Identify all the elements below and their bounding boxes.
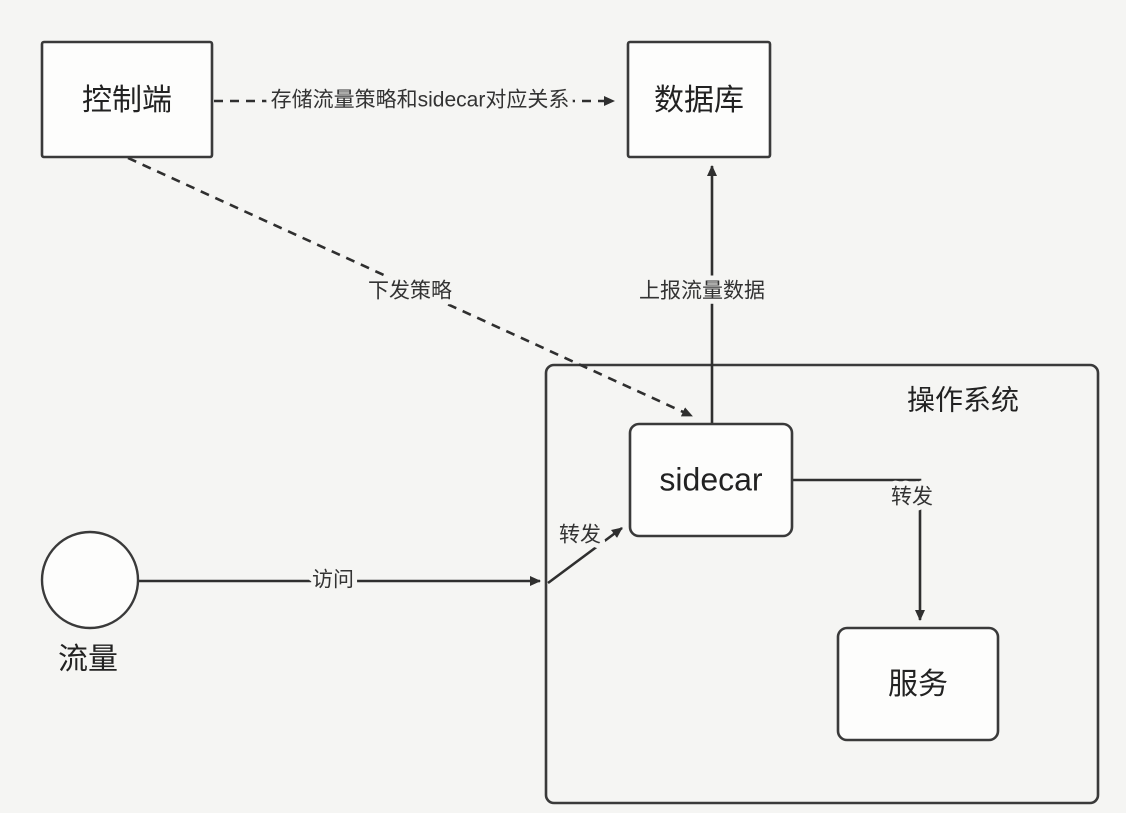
database-node-label: 数据库 xyxy=(654,84,744,117)
service-node-label: 服务 xyxy=(888,668,948,701)
edge-report: 上报流量数据 xyxy=(634,165,770,424)
edge-store: 存储流量策略和sidecar对应关系 xyxy=(214,84,615,117)
edge-forward-in: 转发 xyxy=(547,519,623,585)
control-node-box xyxy=(40,40,214,159)
edge-dispatch: 下发策略 xyxy=(127,156,693,418)
edge-visit: 访问 xyxy=(139,564,541,597)
os-container-label: 操作系统 xyxy=(907,384,1019,415)
service-node-box xyxy=(836,626,1000,742)
edge-report-label: 上报流量数据 xyxy=(639,280,765,303)
os-container-box xyxy=(544,363,1100,805)
os-container-node: 操作系统 xyxy=(544,363,1100,805)
control-node: 控制端 xyxy=(40,40,214,159)
edge-store-label: 存储流量策略和sidecar对应关系 xyxy=(271,89,570,112)
edge-forward-in-label: 转发 xyxy=(559,524,601,547)
traffic-node-label: 流量 xyxy=(58,643,118,676)
traffic-node: 流量 xyxy=(40,530,140,676)
edge-visit-label: 访问 xyxy=(312,569,354,592)
sidecar-node: sidecar xyxy=(628,422,794,538)
edge-forward-out: 转发 xyxy=(792,478,938,621)
service-node: 服务 xyxy=(836,626,1000,742)
traffic-node-circle xyxy=(40,530,140,630)
sidecar-node-box xyxy=(628,422,794,538)
sidecar-node-label: sidecar xyxy=(659,461,763,497)
edge-dispatch-label: 下发策略 xyxy=(368,280,452,303)
database-node-box xyxy=(626,40,772,159)
edge-forward-out-label: 转发 xyxy=(891,486,933,509)
control-node-label: 控制端 xyxy=(82,84,172,117)
database-node: 数据库 xyxy=(626,40,772,159)
